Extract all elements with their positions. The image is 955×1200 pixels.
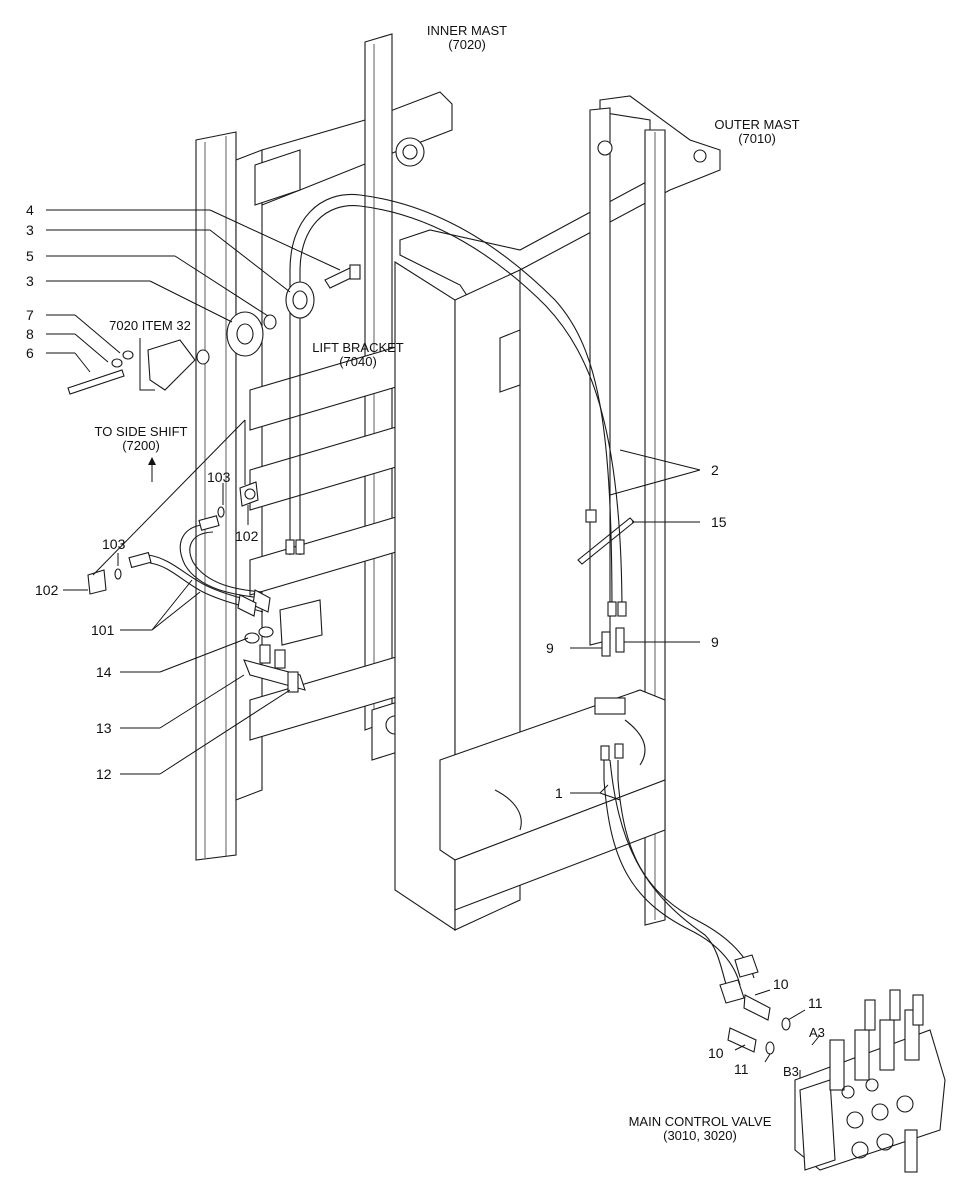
label-outer-mast-ref: (7010) <box>738 131 776 146</box>
callout-101: 101 <box>91 622 115 638</box>
callout-10-lower: 10 <box>708 1045 724 1061</box>
fittings-102-103 <box>87 481 259 595</box>
callout-4: 4 <box>26 202 34 218</box>
label-side-shift: TO SIDE SHIFT <box>95 424 188 439</box>
manifold-block <box>243 599 323 693</box>
label-port-b3: B3 <box>783 1064 799 1079</box>
label-port-a3: A3 <box>809 1025 825 1040</box>
label-inner-mast-ref: (7020) <box>448 37 486 52</box>
callout-11-upper: 11 <box>808 995 823 1011</box>
main-control-valve <box>794 989 946 1173</box>
label-lift-bracket-ref: (7040) <box>339 354 377 369</box>
callout-7: 7 <box>26 307 34 323</box>
component-labels: INNER MAST (7020) OUTER MAST (7010) LIFT… <box>95 23 825 1143</box>
callout-5: 5 <box>26 248 34 264</box>
callout-103-upper: 103 <box>207 469 231 485</box>
callout-2: 2 <box>711 462 719 478</box>
callout-14: 14 <box>96 664 112 680</box>
hose-101 <box>128 515 271 617</box>
callout-8: 8 <box>26 326 34 342</box>
label-main-control-valve-ref: (3010, 3020) <box>663 1128 737 1143</box>
callout-1: 1 <box>555 785 563 801</box>
callout-10-upper: 10 <box>773 976 789 992</box>
label-item-32: 7020 ITEM 32 <box>109 318 191 333</box>
callout-103-lower: 103 <box>102 536 126 552</box>
callout-15: 15 <box>711 514 727 530</box>
callout-102-upper: 102 <box>235 528 259 544</box>
inner-mast-front-upright <box>394 261 666 932</box>
sheave-assembly <box>67 264 361 395</box>
fittings-9 <box>601 627 625 657</box>
leader-lines <box>46 209 821 1078</box>
label-inner-mast: INNER MAST <box>427 23 507 38</box>
hose-2 <box>285 193 627 617</box>
callout-102-lower: 102 <box>35 582 59 598</box>
label-outer-mast: OUTER MAST <box>714 117 799 132</box>
callout-9-right: 9 <box>711 634 719 650</box>
callout-9-left: 9 <box>546 640 554 656</box>
callout-3-upper: 3 <box>26 222 34 238</box>
callout-11-lower: 11 <box>734 1061 749 1077</box>
label-side-shift-ref: (7200) <box>122 438 160 453</box>
lift-bracket <box>249 339 421 741</box>
label-main-control-valve: MAIN CONTROL VALVE <box>629 1114 772 1129</box>
callout-numbers: 4 3 5 3 7 8 6 103 102 103 102 101 14 13 … <box>26 202 823 1077</box>
callout-12: 12 <box>96 766 112 782</box>
hose-1 <box>600 743 759 1004</box>
fittings-10-11 <box>727 994 791 1055</box>
callout-13: 13 <box>96 720 112 736</box>
label-lift-bracket: LIFT BRACKET <box>312 340 404 355</box>
callout-3-lower: 3 <box>26 273 34 289</box>
callout-6: 6 <box>26 345 34 361</box>
